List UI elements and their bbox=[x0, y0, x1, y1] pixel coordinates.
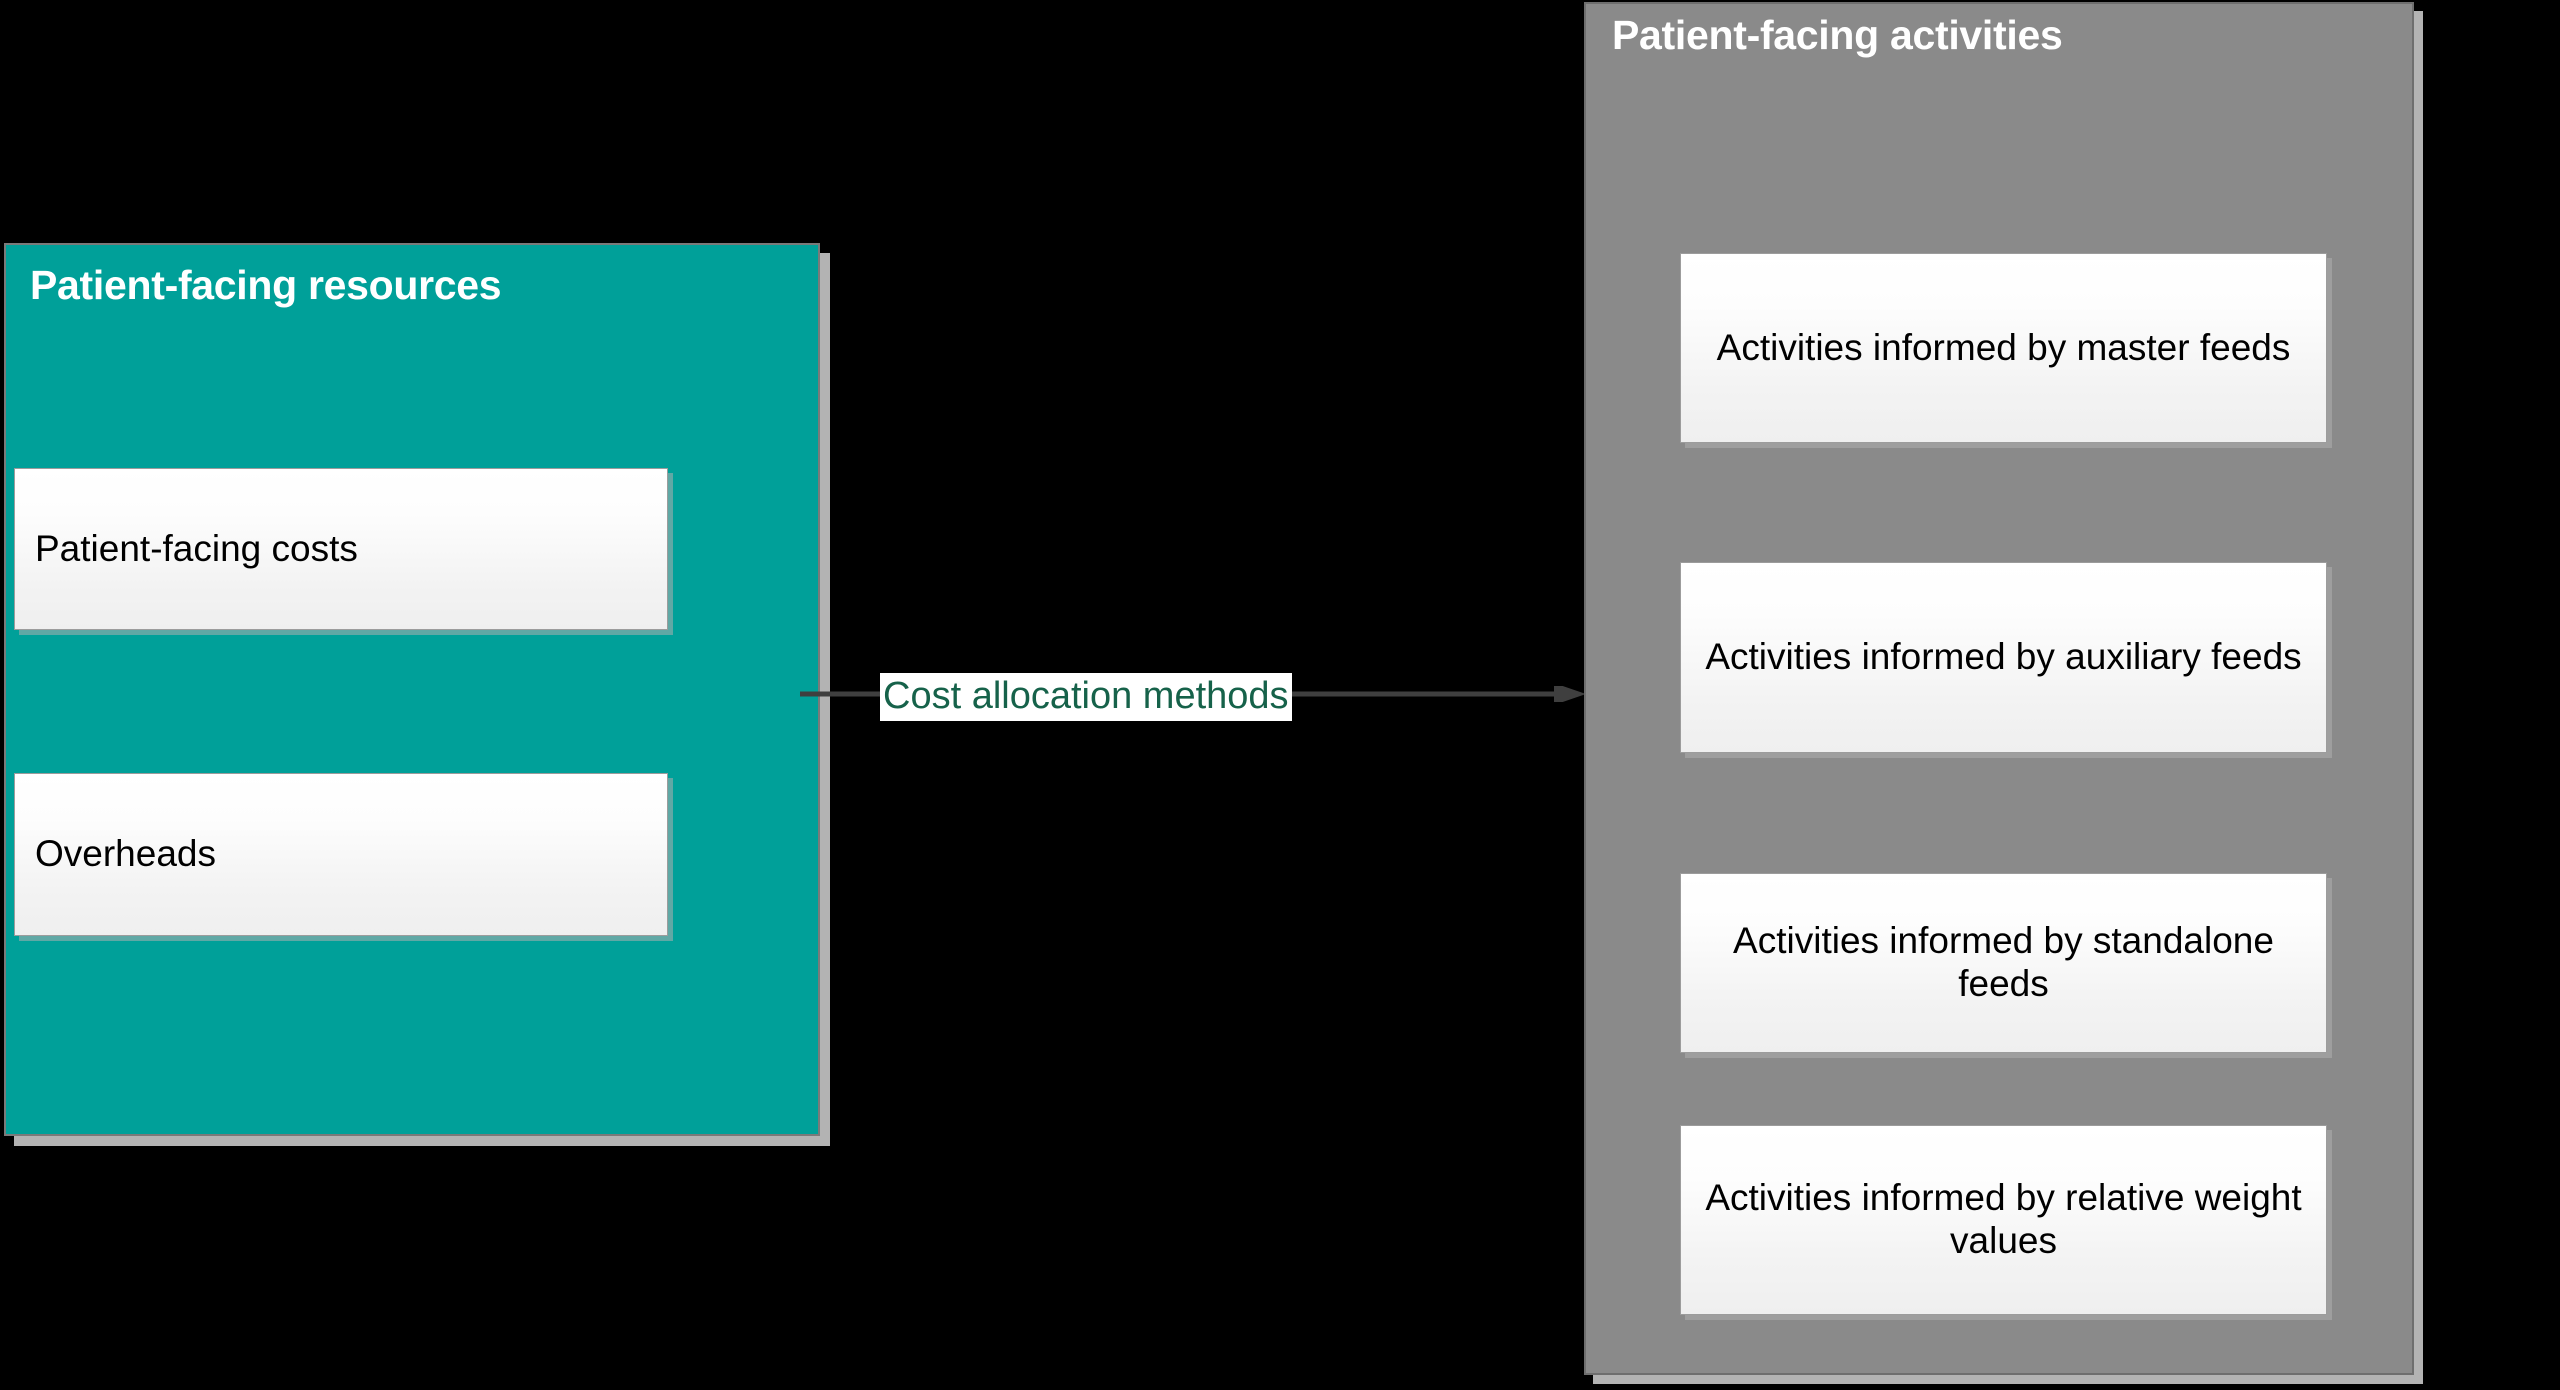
activity-box-master-feeds[interactable]: Activities informed by master feeds bbox=[1680, 253, 2327, 443]
activity-box-label: Activities informed by auxiliary feeds bbox=[1705, 636, 2302, 678]
resource-box-patient-facing-costs[interactable]: Patient-facing costs bbox=[14, 468, 668, 630]
activity-box-label: Activities informed by standalone feeds bbox=[1733, 920, 2274, 1004]
cost-allocation-methods-label: Cost allocation methods bbox=[880, 673, 1292, 721]
activity-box-label: Activities informed by master feeds bbox=[1716, 326, 2291, 368]
activity-box-label: Activities informed by relative weight v… bbox=[1705, 1177, 2302, 1261]
patient-facing-activities-title: Patient-facing activities bbox=[1612, 12, 2063, 58]
resource-box-overheads[interactable]: Overheads bbox=[14, 773, 668, 936]
activity-box-relative-weight-values[interactable]: Activities informed by relative weight v… bbox=[1680, 1125, 2327, 1315]
activity-box-standalone-feeds[interactable]: Activities informed by standalone feeds bbox=[1680, 873, 2327, 1053]
activity-box-auxiliary-feeds[interactable]: Activities informed by auxiliary feeds bbox=[1680, 562, 2327, 753]
patient-facing-resources-title: Patient-facing resources bbox=[30, 262, 502, 308]
resource-box-label: Overheads bbox=[35, 833, 216, 875]
patient-facing-resources-panel: Patient-facing resources bbox=[4, 243, 820, 1136]
resource-box-label: Patient-facing costs bbox=[35, 527, 358, 569]
